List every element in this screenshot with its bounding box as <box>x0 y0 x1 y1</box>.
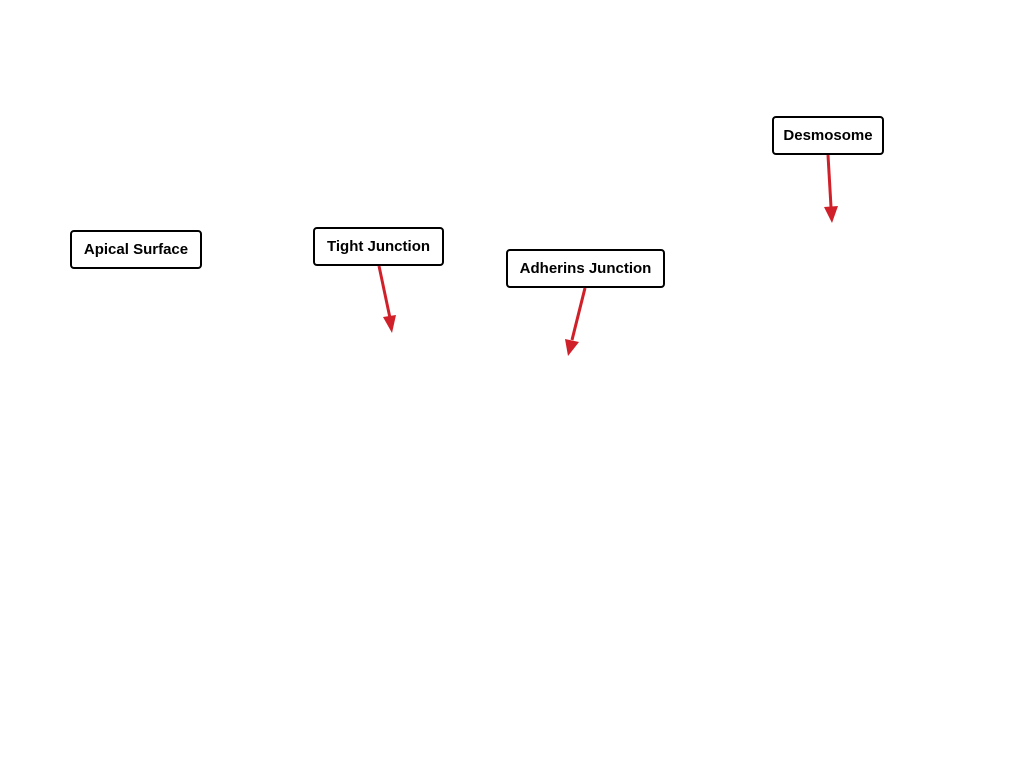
adherins-junction-text: Adherins Junction <box>519 260 652 277</box>
desmosome-arrow <box>824 154 838 223</box>
tight-junction-arrow <box>377 265 396 333</box>
apical-surface-text: Apical Surface <box>83 241 189 258</box>
adherins-junction-label: Adherins Junction <box>506 249 665 288</box>
desmosome-text: Desmosome <box>783 127 873 144</box>
desmosome-label: Desmosome <box>772 116 884 155</box>
adherins-junction-arrow <box>565 287 587 356</box>
apical-surface-label: Apical Surface <box>70 230 202 269</box>
tight-junction-text: Tight Junction <box>326 238 431 255</box>
tight-junction-label: Tight Junction <box>313 227 444 266</box>
